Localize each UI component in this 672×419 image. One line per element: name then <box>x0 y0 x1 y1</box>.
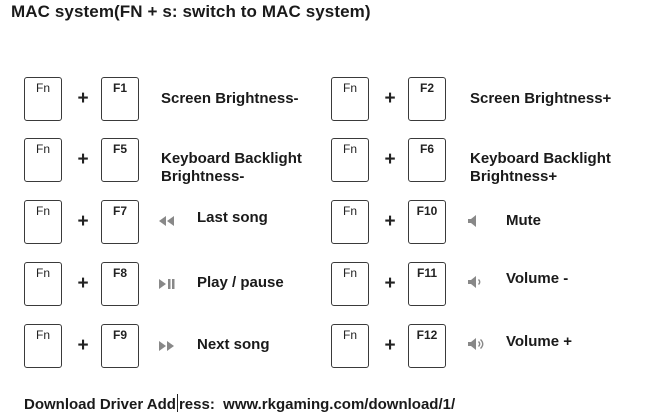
fn-key: Fn <box>331 262 369 306</box>
page-title: MAC system(FN + s: switch to MAC system) <box>11 2 371 21</box>
f9-label: Next song <box>197 336 270 353</box>
volume-up-icon <box>466 337 488 351</box>
fn-key: Fn <box>331 77 369 121</box>
fn-key: Fn <box>331 138 369 182</box>
fn-key: Fn <box>24 77 62 121</box>
previous-track-icon <box>157 214 179 228</box>
f7-label: Last song <box>197 209 268 226</box>
f5-key: F5 <box>101 138 139 182</box>
plus-sign: + <box>77 335 89 356</box>
f8-label: Play / pause <box>197 274 284 291</box>
plus-sign: + <box>384 88 396 109</box>
f7-key: F7 <box>101 200 139 244</box>
f12-key: F12 <box>408 324 446 368</box>
f12-label: Volume + <box>506 333 572 350</box>
f5-label: Keyboard Backlight Brightness- <box>161 150 302 185</box>
volume-down-icon <box>466 275 488 289</box>
f11-key: F11 <box>408 262 446 306</box>
fn-key: Fn <box>331 324 369 368</box>
next-track-icon <box>157 339 179 353</box>
mute-icon <box>466 214 488 228</box>
plus-sign: + <box>384 149 396 170</box>
fn-key: Fn <box>24 262 62 306</box>
f10-key: F10 <box>408 200 446 244</box>
plus-sign: + <box>77 273 89 294</box>
play-pause-icon <box>157 277 179 291</box>
f6-key: F6 <box>408 138 446 182</box>
plus-sign: + <box>77 88 89 109</box>
f8-key: F8 <box>101 262 139 306</box>
text-cursor <box>176 394 178 412</box>
f1-key: F1 <box>101 77 139 121</box>
f6-label: Keyboard Backlight Brightness+ <box>470 150 611 185</box>
fn-key: Fn <box>24 138 62 182</box>
fn-key: Fn <box>331 200 369 244</box>
f1-label: Screen Brightness- <box>161 90 299 107</box>
plus-sign: + <box>77 211 89 232</box>
plus-sign: + <box>384 335 396 356</box>
fn-key: Fn <box>24 200 62 244</box>
plus-sign: + <box>384 273 396 294</box>
fn-key: Fn <box>24 324 62 368</box>
plus-sign: + <box>77 149 89 170</box>
plus-sign: + <box>384 211 396 232</box>
f9-key: F9 <box>101 324 139 368</box>
f2-key: F2 <box>408 77 446 121</box>
f10-label: Mute <box>506 212 541 229</box>
f2-label: Screen Brightness+ <box>470 90 612 107</box>
download-url[interactable]: www.rkgaming.com/download/1/ <box>223 396 456 413</box>
f11-label: Volume - <box>506 270 569 287</box>
